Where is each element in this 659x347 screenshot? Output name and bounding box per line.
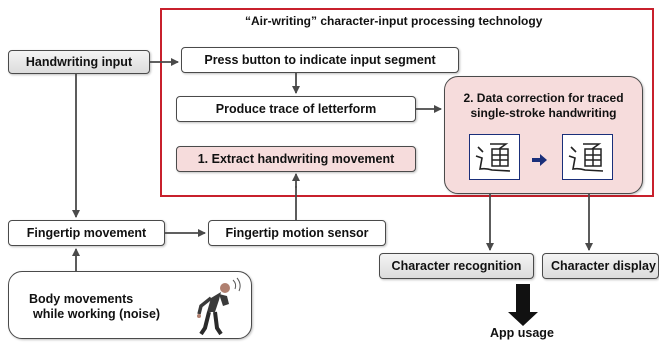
character-display-box: Character display xyxy=(542,253,659,279)
body-movements-label-line1: Body movements xyxy=(29,292,134,306)
worker-figure-icon xyxy=(197,277,241,336)
right-arrow-icon xyxy=(532,154,547,166)
produce-trace-box: Produce trace of letterform xyxy=(176,96,416,122)
extract-movement-box: 1. Extract handwriting movement xyxy=(176,146,416,172)
character-recognition-box: Character recognition xyxy=(379,253,534,279)
handwritten-character-sample-icon xyxy=(469,134,520,180)
diagram-title: “Air-writing” character-input processing… xyxy=(245,14,543,28)
app-usage-arrow-icon xyxy=(508,284,538,326)
handwriting-input-box: Handwriting input xyxy=(8,50,150,74)
data-correction-label-line2: single-stroke handwriting xyxy=(470,106,617,120)
fingertip-sensor-box: Fingertip motion sensor xyxy=(208,220,386,246)
body-movements-label-line2: while working (noise) xyxy=(33,307,161,321)
press-button-box: Press button to indicate input segment xyxy=(181,47,459,73)
fingertip-movement-box: Fingertip movement xyxy=(8,220,165,246)
corrected-character-sample-icon xyxy=(562,134,613,180)
app-usage-label: App usage xyxy=(490,326,554,340)
processing-technology-region xyxy=(160,8,654,197)
body-movements-box: Body movements while working (noise) xyxy=(8,271,252,339)
data-correction-label-line1: 2. Data correction for traced xyxy=(463,91,624,105)
